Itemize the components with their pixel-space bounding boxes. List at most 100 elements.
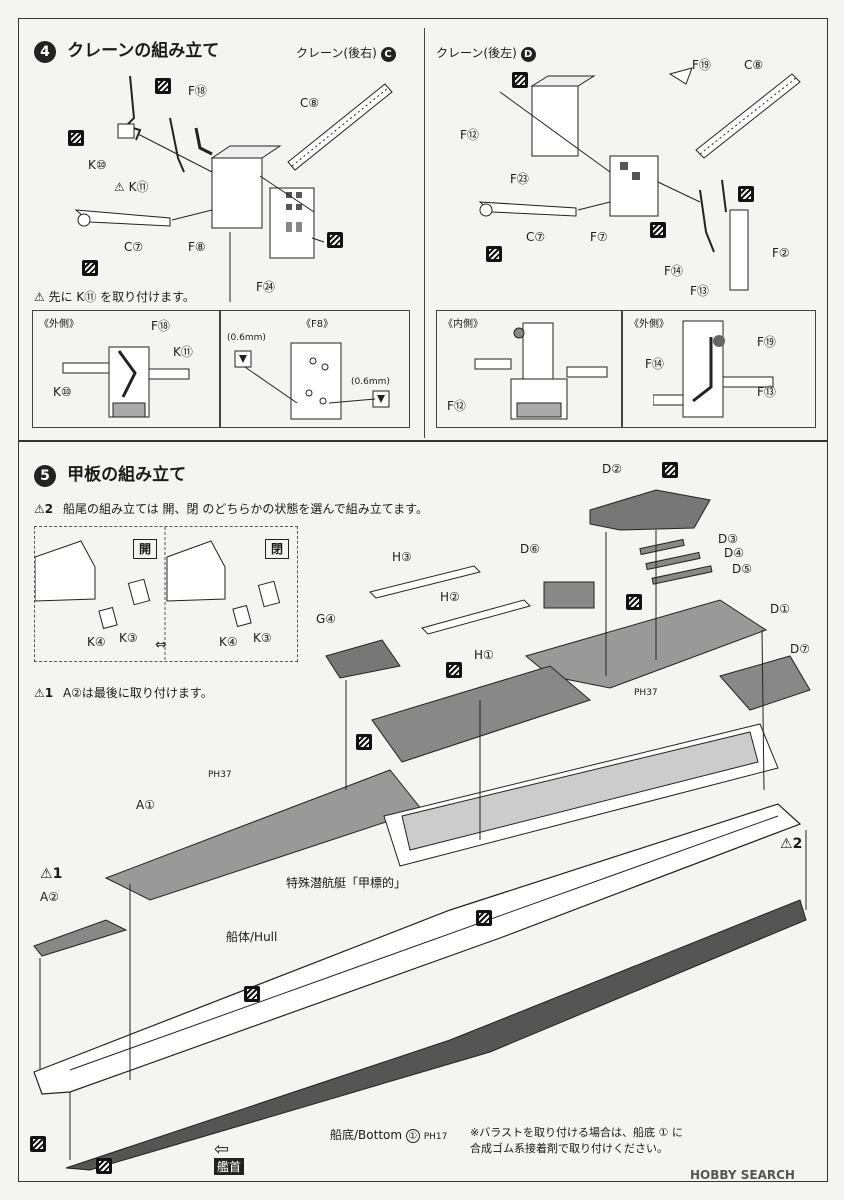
part-label: F⑲ <box>692 58 711 72</box>
detail-f8-drawing <box>234 342 390 420</box>
part-label: D⑥ <box>520 542 540 556</box>
part-label: G④ <box>316 612 337 626</box>
bow-label: 艦首 <box>214 1158 245 1175</box>
part-label: C⑧ <box>300 96 320 110</box>
part-label: H① <box>474 648 494 662</box>
part-label: D③ <box>718 532 738 546</box>
paint-ref: PH17 <box>423 1132 448 1142</box>
part-label: K⑪ <box>128 180 149 194</box>
part-label: K⑩ <box>53 385 72 399</box>
part-label: F㉓ <box>510 172 529 186</box>
step5-title: 甲板の組み立て <box>67 465 187 485</box>
glue-icon <box>626 594 642 610</box>
part-label: K⑩ <box>88 158 107 172</box>
open-option-label: 開 <box>133 539 157 559</box>
part-label: D④ <box>724 546 744 560</box>
watermark: HOBBY SEARCH <box>690 1168 795 1182</box>
detail-f8: 《F8》 (0.6mm) (0.6mm) <box>220 310 410 428</box>
step5-note-1-text: A②は最後に取り付けます。 <box>62 686 213 700</box>
crane-arm-c8-drawing <box>287 83 393 171</box>
warning-1: ⚠1 <box>40 866 63 882</box>
paint-ref: PH37 <box>634 688 658 698</box>
glue-icon <box>738 186 754 202</box>
hull-label: 船体/Hull <box>226 930 278 944</box>
detail-outer-right: 《外側》 F⑲ F⑭ F⑬ <box>622 310 816 428</box>
detail-title: 《内側》 <box>443 319 483 330</box>
step4-note: ⚠ 先に K⑪ を取り付けます。 <box>34 290 195 304</box>
part-label: C⑦ <box>124 240 144 254</box>
glue-icon <box>356 734 372 750</box>
glue-icon <box>82 260 98 276</box>
crane-body-drawing <box>210 145 315 259</box>
instruction-sheet <box>18 18 828 1182</box>
part-label: F⑭ <box>645 357 664 371</box>
step4-divider <box>424 28 425 438</box>
step5-note-1: ⚠1 A②は最後に取り付けます。 <box>34 686 213 700</box>
crane-right-badge: C <box>380 47 396 62</box>
dimension-label: (0.6mm) <box>351 377 390 387</box>
part-label: F⑦ <box>590 230 608 244</box>
part-label: A① <box>136 798 155 812</box>
crane-rear-left-text: クレーン(後左) <box>436 46 517 60</box>
paint-ref: PH37 <box>208 770 232 780</box>
detail-title: 《外側》 <box>39 319 79 330</box>
part-label: D① <box>770 602 790 616</box>
part-label: A② <box>40 890 59 904</box>
glue-icon <box>650 222 666 238</box>
part-label: D⑤ <box>732 562 752 576</box>
ballast-note: ※バラストを取り付ける場合は、船底 ① に 合成ゴム系接着剤で取り付けください。 <box>470 1124 683 1156</box>
detail-inner: 《内側》 F⑫ <box>436 310 622 428</box>
part-label: F② <box>772 246 790 260</box>
note-number: 2 <box>44 502 54 516</box>
part-label: K③ <box>253 631 272 645</box>
glue-icon <box>96 1158 112 1174</box>
crane-left-badge: D <box>520 47 536 62</box>
part-label: F⑫ <box>460 128 479 142</box>
crane-rear-right-label: クレーン(後右) C <box>296 44 396 62</box>
ballast-note-line-2: 合成ゴム系接着剤で取り付けください。 <box>470 1142 668 1155</box>
detail-title: 《外側》 <box>629 319 669 330</box>
part-label: F⑧ <box>188 240 206 254</box>
warning-number: 1 <box>52 866 63 882</box>
step4-number: 4 <box>34 40 56 63</box>
part-label: H③ <box>392 550 412 564</box>
swap-icon: ⇔ <box>155 637 167 653</box>
glue-icon <box>476 910 492 926</box>
part-label: K④ <box>87 635 106 649</box>
part-label: F⑱ <box>151 319 170 333</box>
crane-left-exploded-diagram <box>478 67 801 291</box>
crane-rear-right-text: クレーン(後右) <box>296 46 377 60</box>
glue-icon <box>446 662 462 678</box>
part-label: K③ <box>119 631 138 645</box>
glue-icon <box>68 130 84 146</box>
closed-option-label: 閉 <box>265 539 289 559</box>
glue-icon <box>327 232 343 248</box>
part-label: K⑪ <box>173 345 193 359</box>
note-number: 1 <box>44 686 54 700</box>
part-label: F㉔ <box>256 280 275 294</box>
bow-arrow-icon: ⇦ <box>214 1139 230 1160</box>
glue-icon <box>30 1136 46 1152</box>
step4-note-text: 先に K⑪ を取り付けます。 <box>48 290 195 304</box>
dimension-label: (0.6mm) <box>227 333 266 343</box>
glue-icon <box>512 72 528 88</box>
detail-outer-left-drawing <box>62 346 190 418</box>
warning-2: ⚠2 <box>780 836 803 852</box>
deck-assembly-diagram <box>33 489 811 1171</box>
part-label: D⑦ <box>790 642 810 656</box>
warning-number: 2 <box>792 836 803 852</box>
glue-icon <box>244 986 260 1002</box>
step5-note-2: ⚠2 船尾の組み立ては 開、閉 のどちらかの状態を選んで組み立てます。 <box>34 502 428 516</box>
part-label: C⑧ <box>744 58 764 72</box>
step5-note-2-text: 船尾の組み立ては 開、閉 のどちらかの状態を選んで組み立てます。 <box>62 502 428 516</box>
glue-icon <box>155 78 171 94</box>
step4-title: クレーンの組み立て <box>67 41 220 61</box>
crane-right-exploded-diagram <box>74 75 393 302</box>
special-submarine-label: 特殊潜航艇「甲標的」 <box>286 876 407 890</box>
part-label: F⑫ <box>447 399 466 413</box>
part-label: D② <box>602 462 622 476</box>
glue-icon <box>662 462 678 478</box>
crane-rear-left-label: クレーン(後左) D <box>436 44 536 62</box>
part-label: C⑦ <box>526 230 546 244</box>
part-label: F⑭ <box>664 264 683 278</box>
